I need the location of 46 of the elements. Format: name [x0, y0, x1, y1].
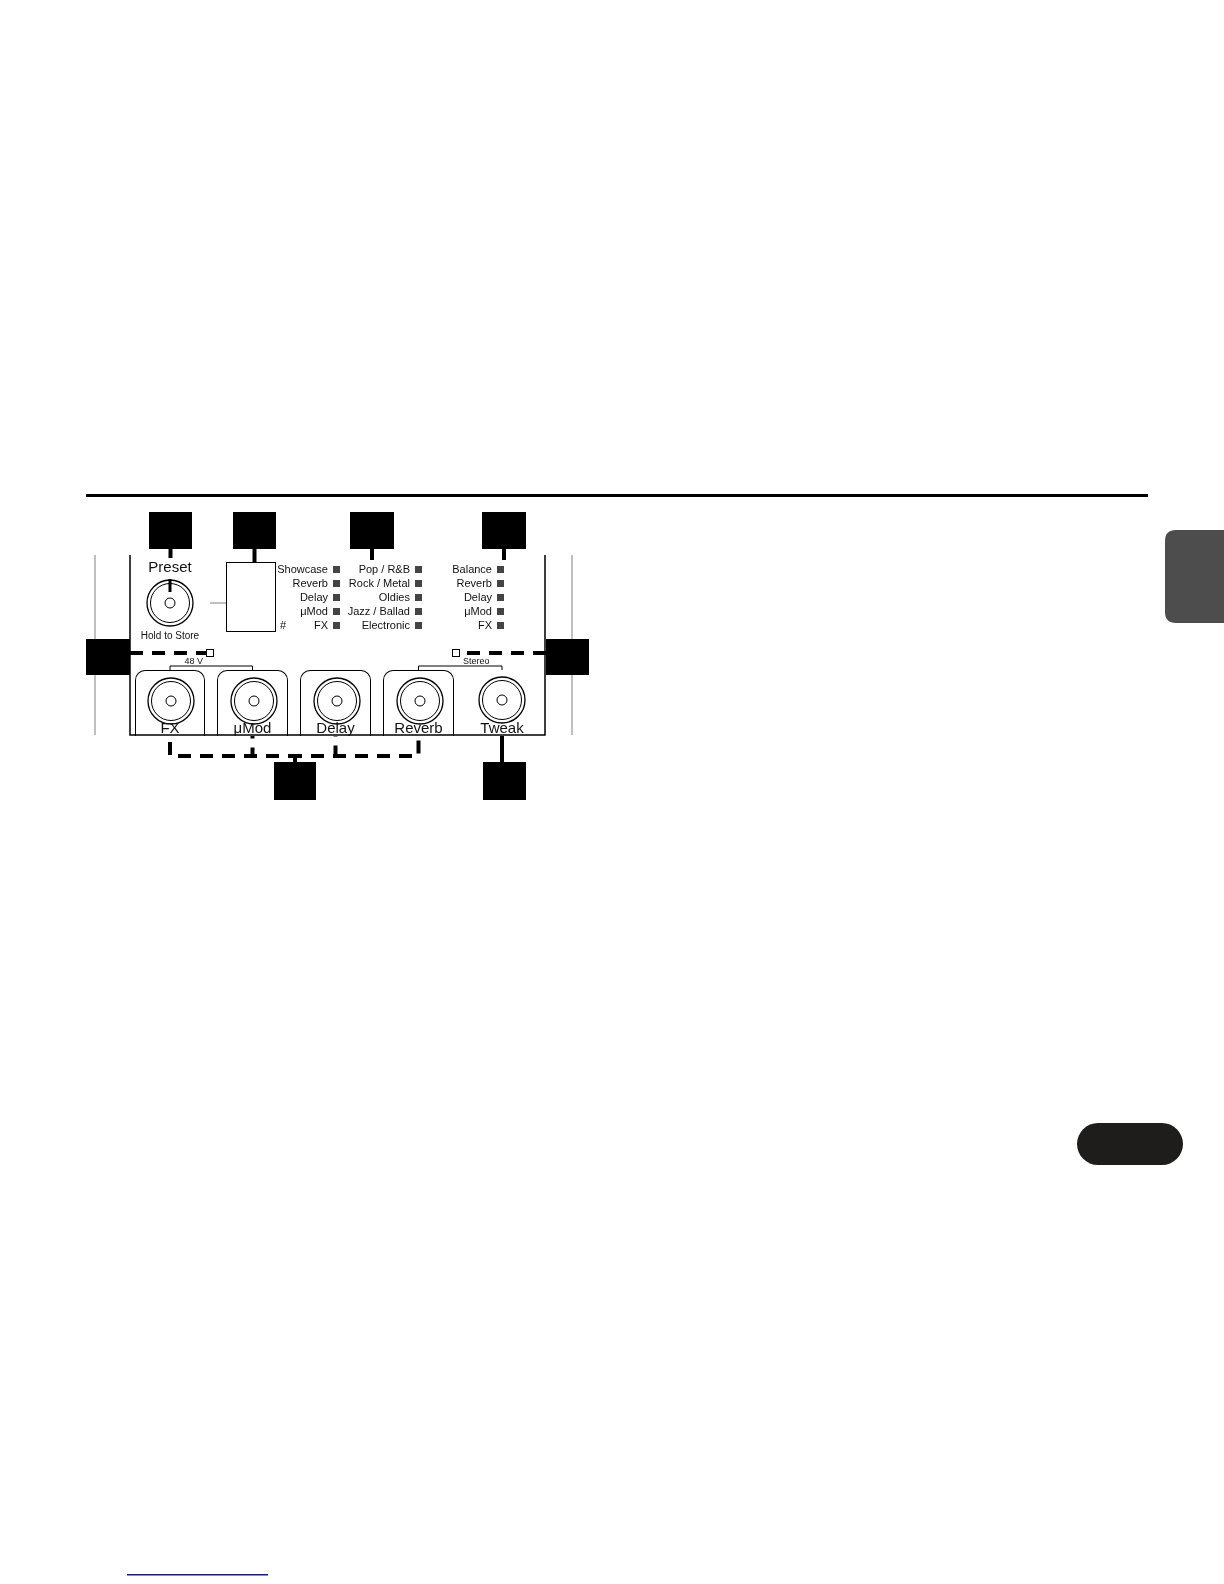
- led-label: Reverb: [456, 577, 492, 589]
- led-label: μMod: [464, 605, 492, 617]
- led-label: Reverb: [292, 577, 328, 589]
- led-label: Jazz / Ballad: [347, 605, 410, 617]
- footswitch: [135, 670, 205, 736]
- knob-label: Preset: [147, 558, 193, 575]
- connector-line: [169, 665, 253, 671]
- led-label: Delay: [299, 591, 328, 603]
- knob-caption: Hold to Store: [139, 630, 201, 641]
- led-label: FX: [477, 619, 492, 631]
- led-label: Rock / Metal: [348, 577, 410, 589]
- footswitch-label: Tweak: [479, 719, 525, 736]
- led-label: FX: [313, 619, 328, 631]
- footswitch-label: Delay: [315, 719, 356, 736]
- led-label: μMod: [300, 605, 328, 617]
- leader-line: [168, 549, 173, 558]
- callout-box: [274, 762, 316, 800]
- led-label: Showcase: [277, 563, 328, 575]
- connector-line: [209, 602, 227, 604]
- led-label: 48 V: [184, 656, 203, 666]
- callout-box: [233, 512, 276, 549]
- led-label: Stereo: [463, 656, 490, 666]
- leader-line: [370, 549, 374, 560]
- led-label: Delay: [463, 591, 492, 603]
- footswitch: [383, 670, 454, 736]
- callout-box: [350, 512, 394, 549]
- led-label: Balance: [452, 563, 492, 575]
- footswitch: [217, 670, 288, 736]
- footswitch-label: FX: [159, 719, 181, 736]
- led-label: Electronic: [361, 619, 410, 631]
- footswitch: [300, 670, 371, 736]
- connector-line: [418, 665, 503, 671]
- footswitch-label: Reverb: [393, 719, 444, 736]
- leader-line: [502, 549, 506, 560]
- footswitch-label: μMod: [232, 719, 273, 736]
- callout-box: [149, 512, 192, 549]
- led-label: Oldies: [378, 591, 410, 603]
- callout-box: [482, 512, 526, 549]
- leader-line: [130, 651, 206, 655]
- callout-box: [86, 639, 130, 675]
- leader-line: [500, 736, 504, 762]
- callout-box: [546, 639, 589, 675]
- led-label: #: [280, 619, 287, 631]
- callout-box: [483, 762, 526, 800]
- led-label: Pop / R&B: [358, 563, 410, 575]
- leader-line: [252, 549, 257, 562]
